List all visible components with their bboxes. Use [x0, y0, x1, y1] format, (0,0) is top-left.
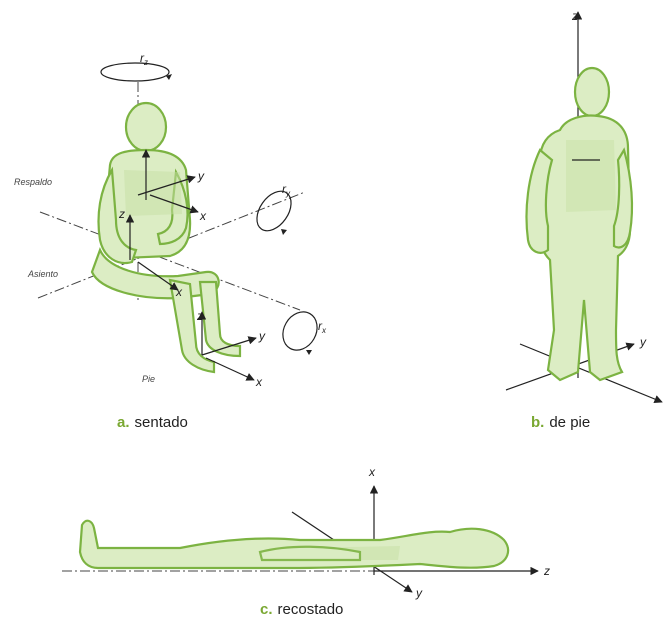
rx-label: rx — [318, 319, 327, 335]
ry-label: ry — [282, 182, 291, 198]
rz-label: rz — [140, 51, 148, 67]
caption-c: c.recostado — [260, 601, 343, 618]
pie-label: Pie — [142, 374, 155, 384]
back-y-label: y — [197, 169, 205, 183]
respaldo-label: Respaldo — [14, 177, 52, 187]
caption-a: a.sentado — [117, 414, 188, 431]
standing-z-label: z — [571, 9, 578, 23]
rx-rotation-icon — [276, 306, 324, 357]
standing-body — [527, 68, 633, 380]
seated-body — [92, 103, 240, 372]
caption-b: b.de pie — [531, 414, 590, 431]
asiento-label: Asiento — [27, 269, 58, 279]
lying-y-label: y — [415, 586, 423, 600]
back-x-label: x — [199, 209, 207, 223]
lying-z-label: z — [543, 564, 550, 578]
panel-lying: x z y c.recostado — [62, 465, 550, 618]
panel-standing: z y b.de pie — [506, 9, 662, 431]
lying-x-label: x — [368, 465, 376, 479]
standing-y-label: y — [639, 335, 647, 349]
rz-rotation-icon — [101, 63, 172, 81]
foot-x-label: x — [255, 375, 263, 389]
seat-z-label: z — [118, 207, 125, 221]
panel-seated: rz ry rx y x z x z y x Respaldo Asiento … — [14, 51, 327, 431]
seat-x-label: x — [175, 285, 183, 299]
foot-z-label: z — [196, 309, 203, 323]
foot-y-label: y — [258, 329, 266, 343]
lying-body — [80, 521, 508, 568]
